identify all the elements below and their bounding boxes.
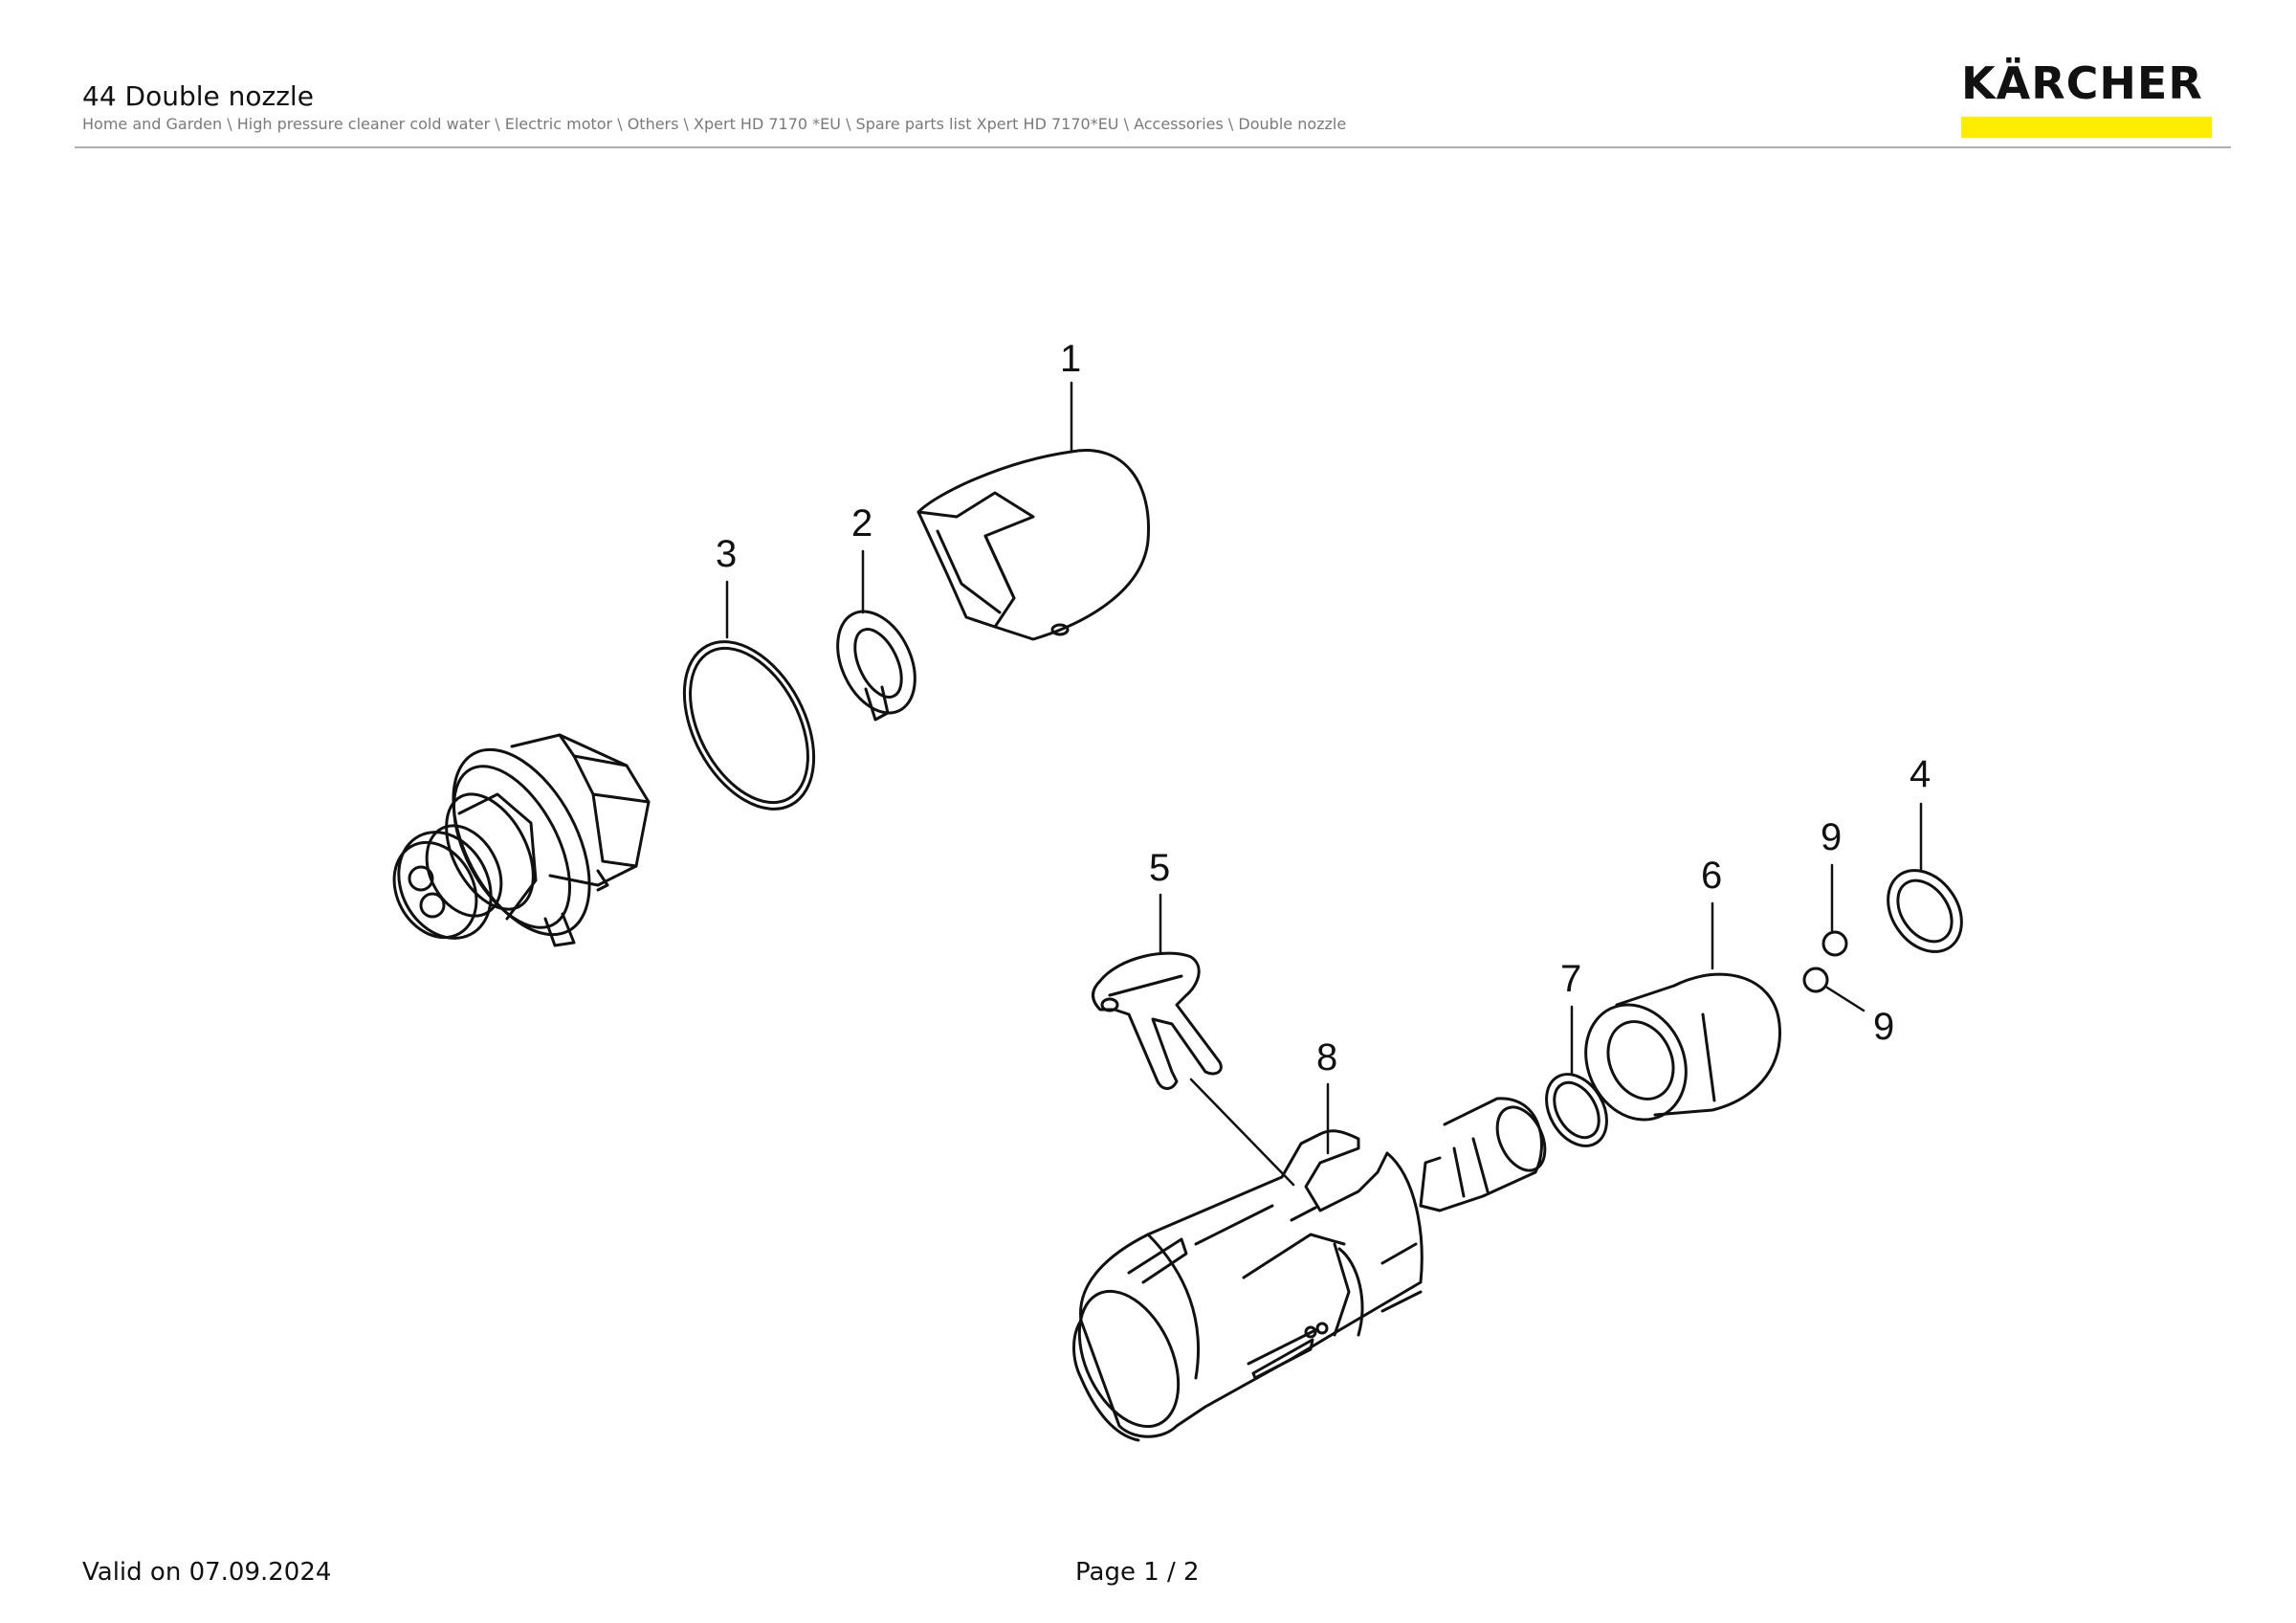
part-5-lock-clip	[1092, 951, 1223, 1090]
part-7-o-ring	[1545, 1073, 1608, 1147]
brand-logo-text: KÄRCHER	[1961, 57, 2203, 109]
breadcrumb: Home and Garden \ High pressure cleaner …	[82, 115, 1347, 133]
part-label-7: 7	[1560, 958, 1581, 1000]
brand-logo-bar	[1961, 117, 2212, 138]
part-9-ball-upper	[1821, 930, 1848, 957]
part-label-1: 1	[1060, 338, 1081, 380]
part-label-9-upper: 9	[1821, 816, 1842, 858]
part-8-housing	[1072, 1129, 1424, 1442]
part-9-ball-lower	[1802, 967, 1829, 993]
part-labels: 1 2 3 4 5 6 7 8 9 9	[716, 338, 1931, 1078]
part-label-5: 5	[1149, 847, 1170, 889]
valid-date: Valid on 07.09.2024	[82, 1558, 332, 1587]
nozzle-insert	[1419, 1097, 1547, 1212]
part-label-9-lower: 9	[1873, 1006, 1894, 1048]
brand-logo: KÄRCHER	[1961, 61, 2212, 138]
part-2-clip-ring	[836, 610, 916, 722]
part-6-nozzle-sleeve	[1584, 972, 1781, 1122]
leader-lines	[725, 381, 1923, 1187]
part-label-3: 3	[716, 533, 737, 575]
page-number: Page 1 / 2	[1075, 1558, 1200, 1587]
page-title: 44 Double nozzle	[82, 80, 314, 112]
part-label-4: 4	[1910, 753, 1931, 795]
header-divider	[75, 146, 2231, 148]
part-3-large-o-ring	[682, 640, 816, 811]
part-4-seal-ring	[1887, 869, 1963, 953]
part-1-nozzle-cap	[916, 449, 1151, 641]
part-label-6: 6	[1701, 855, 1722, 897]
part-label-2: 2	[851, 502, 872, 545]
nozzle-body-assembly	[392, 733, 651, 947]
part-label-8: 8	[1316, 1036, 1337, 1078]
